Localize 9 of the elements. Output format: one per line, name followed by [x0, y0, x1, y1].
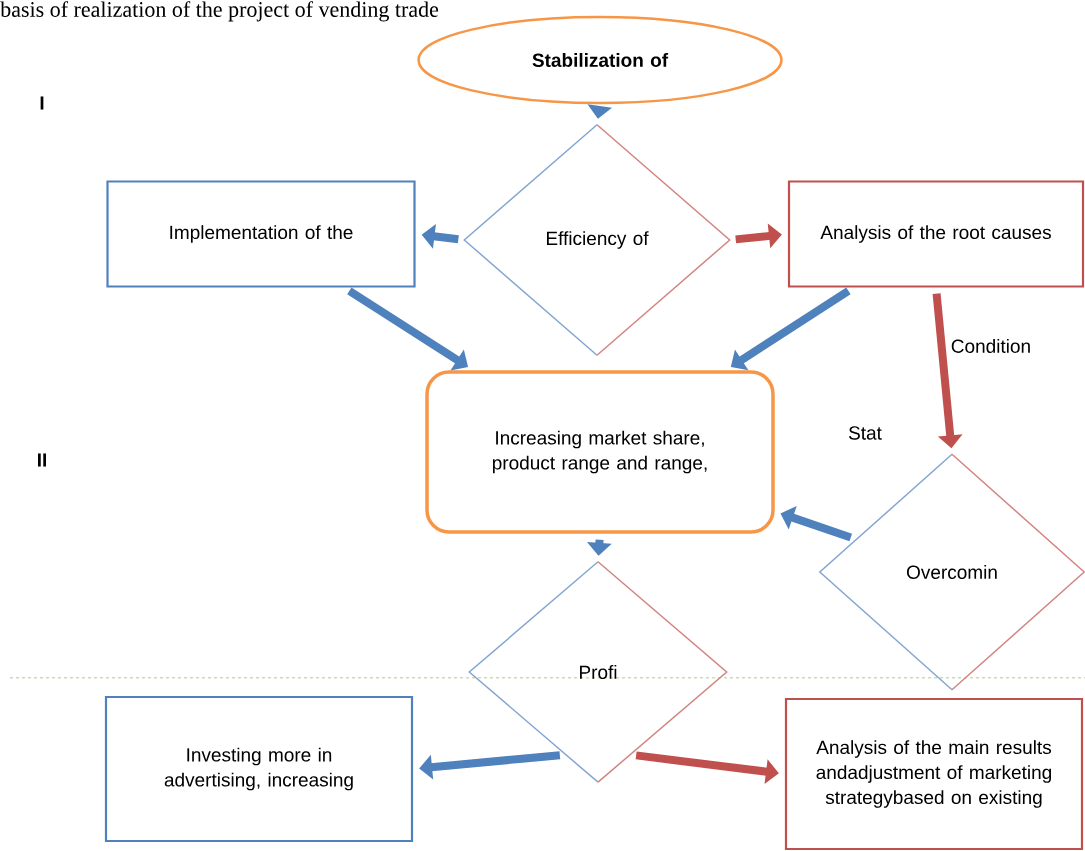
process-box: Analysis of the root causes	[787, 180, 1085, 288]
stage-number: I	[40, 96, 44, 110]
process-box: Implementation of the	[106, 180, 416, 288]
process-box: Investing more in advertising, increasing	[104, 695, 414, 843]
arrow	[419, 751, 561, 780]
stage-number: II	[38, 453, 46, 467]
result-box: Increasing market share, product range and range,	[425, 370, 775, 534]
edge-label: Condition	[951, 338, 1030, 353]
process-box: Analysis of the main results andadjustment of marketing strategybased on existing	[784, 697, 1084, 851]
